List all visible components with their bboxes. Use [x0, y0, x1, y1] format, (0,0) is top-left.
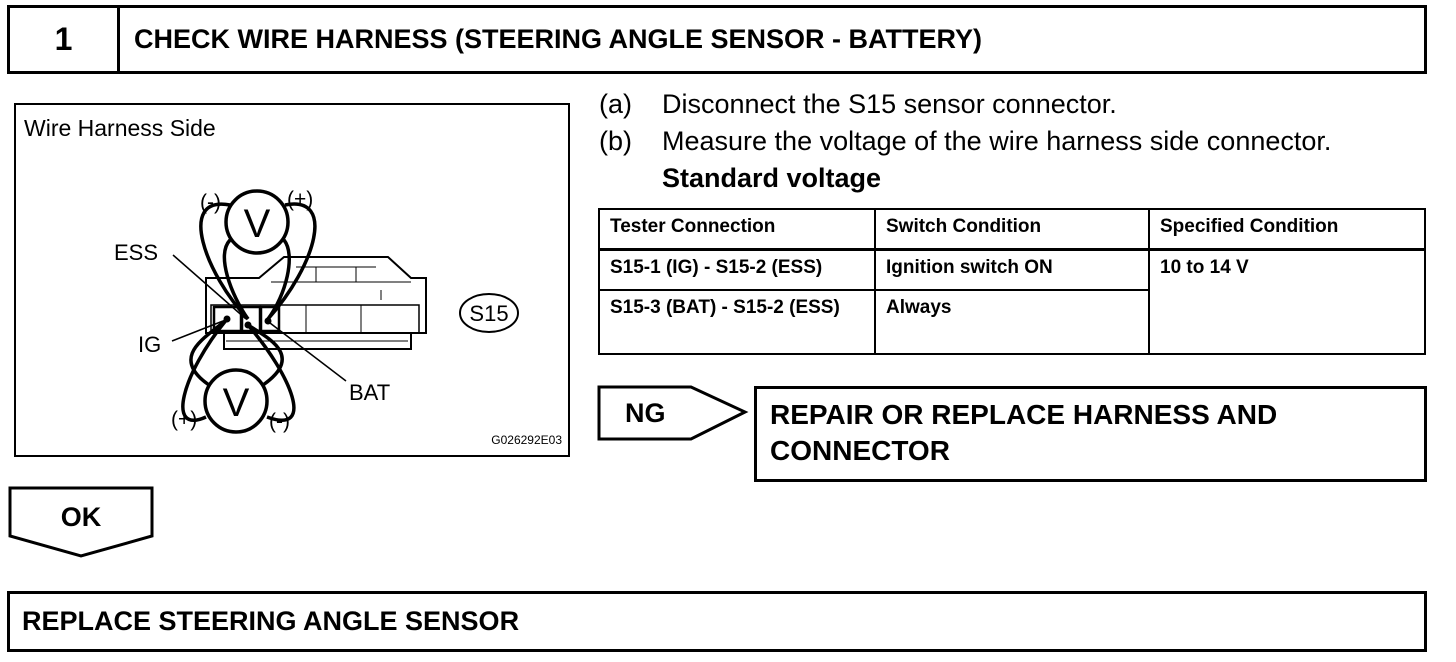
wire-harness-diagram: Wire Harness Side V	[14, 103, 570, 457]
table-row: S15-3 (BAT) - S15-2 (ESS) Always	[598, 289, 1425, 355]
ng-result-line-1: REPAIR OR REPLACE HARNESS AND	[770, 399, 1278, 430]
instruction-label: (b)	[599, 126, 632, 156]
svg-text:V: V	[244, 202, 271, 246]
step-header: 1 CHECK WIRE HARNESS (STEERING ANGLE SEN…	[7, 5, 1427, 74]
table-cell: S15-3 (BAT) - S15-2 (ESS)	[598, 289, 876, 355]
table-cell-specified: 10 to 14 V	[1148, 248, 1426, 355]
pin-label-ess: ESS	[114, 240, 158, 265]
table-row: S15-1 (IG) - S15-2 (ESS) Ignition switch…	[598, 248, 1426, 355]
instruction-a: (a) Disconnect the S15 sensor connector.	[599, 89, 1439, 123]
table-header: Specified Condition	[1148, 208, 1426, 251]
diagram-title: Wire Harness Side	[24, 115, 216, 141]
step-title: CHECK WIRE HARNESS (STEERING ANGLE SENSO…	[134, 24, 983, 54]
table-header: Switch Condition	[874, 208, 1150, 251]
top-plus-label: (+)	[287, 188, 313, 211]
top-minus-label: (-)	[200, 191, 221, 214]
instruction-label: (a)	[599, 89, 632, 119]
connector-icon	[205, 256, 427, 350]
ok-label: OK	[61, 502, 102, 532]
voltmeter-bottom: V	[181, 317, 296, 434]
ng-label: NG	[625, 398, 666, 428]
svg-text:V: V	[223, 381, 250, 425]
step-number: 1	[10, 8, 120, 71]
pin-label-ig: IG	[138, 332, 161, 357]
table-header: Tester Connection	[598, 208, 876, 251]
table-header-row: Tester Connection Switch Condition Speci…	[598, 208, 1426, 251]
bottom-plus-label: (+)	[171, 408, 197, 431]
ng-result-box: REPAIR OR REPLACE HARNESS AND CONNECTOR	[754, 386, 1427, 482]
ng-arrow: NG	[597, 385, 749, 441]
voltmeter-top: V	[199, 189, 317, 321]
ng-result-line-2: CONNECTOR	[770, 435, 950, 466]
ok-arrow: OK	[8, 486, 154, 558]
next-step-box: REPLACE STEERING ANGLE SENSOR	[7, 591, 1427, 652]
instruction-text: Disconnect the S15 sensor connector.	[662, 89, 1117, 119]
table-cell: S15-1 (IG) - S15-2 (ESS)	[598, 248, 876, 291]
pin-label-bat: BAT	[349, 380, 390, 405]
specification-table: Tester Connection Switch Condition Speci…	[598, 208, 1426, 355]
instruction-b: (b) Measure the voltage of the wire harn…	[599, 126, 1439, 160]
diagram-code: G026292E03	[491, 433, 562, 447]
connector-label: S15	[469, 301, 508, 326]
bottom-minus-label: (-)	[269, 410, 290, 433]
standard-voltage-title: Standard voltage	[662, 163, 882, 193]
table-cell: Always	[874, 289, 1150, 355]
table-cell: Ignition switch ON	[874, 248, 1150, 291]
next-step-title: REPLACE STEERING ANGLE SENSOR	[22, 606, 520, 636]
instruction-text: Measure the voltage of the wire harness …	[662, 126, 1332, 156]
